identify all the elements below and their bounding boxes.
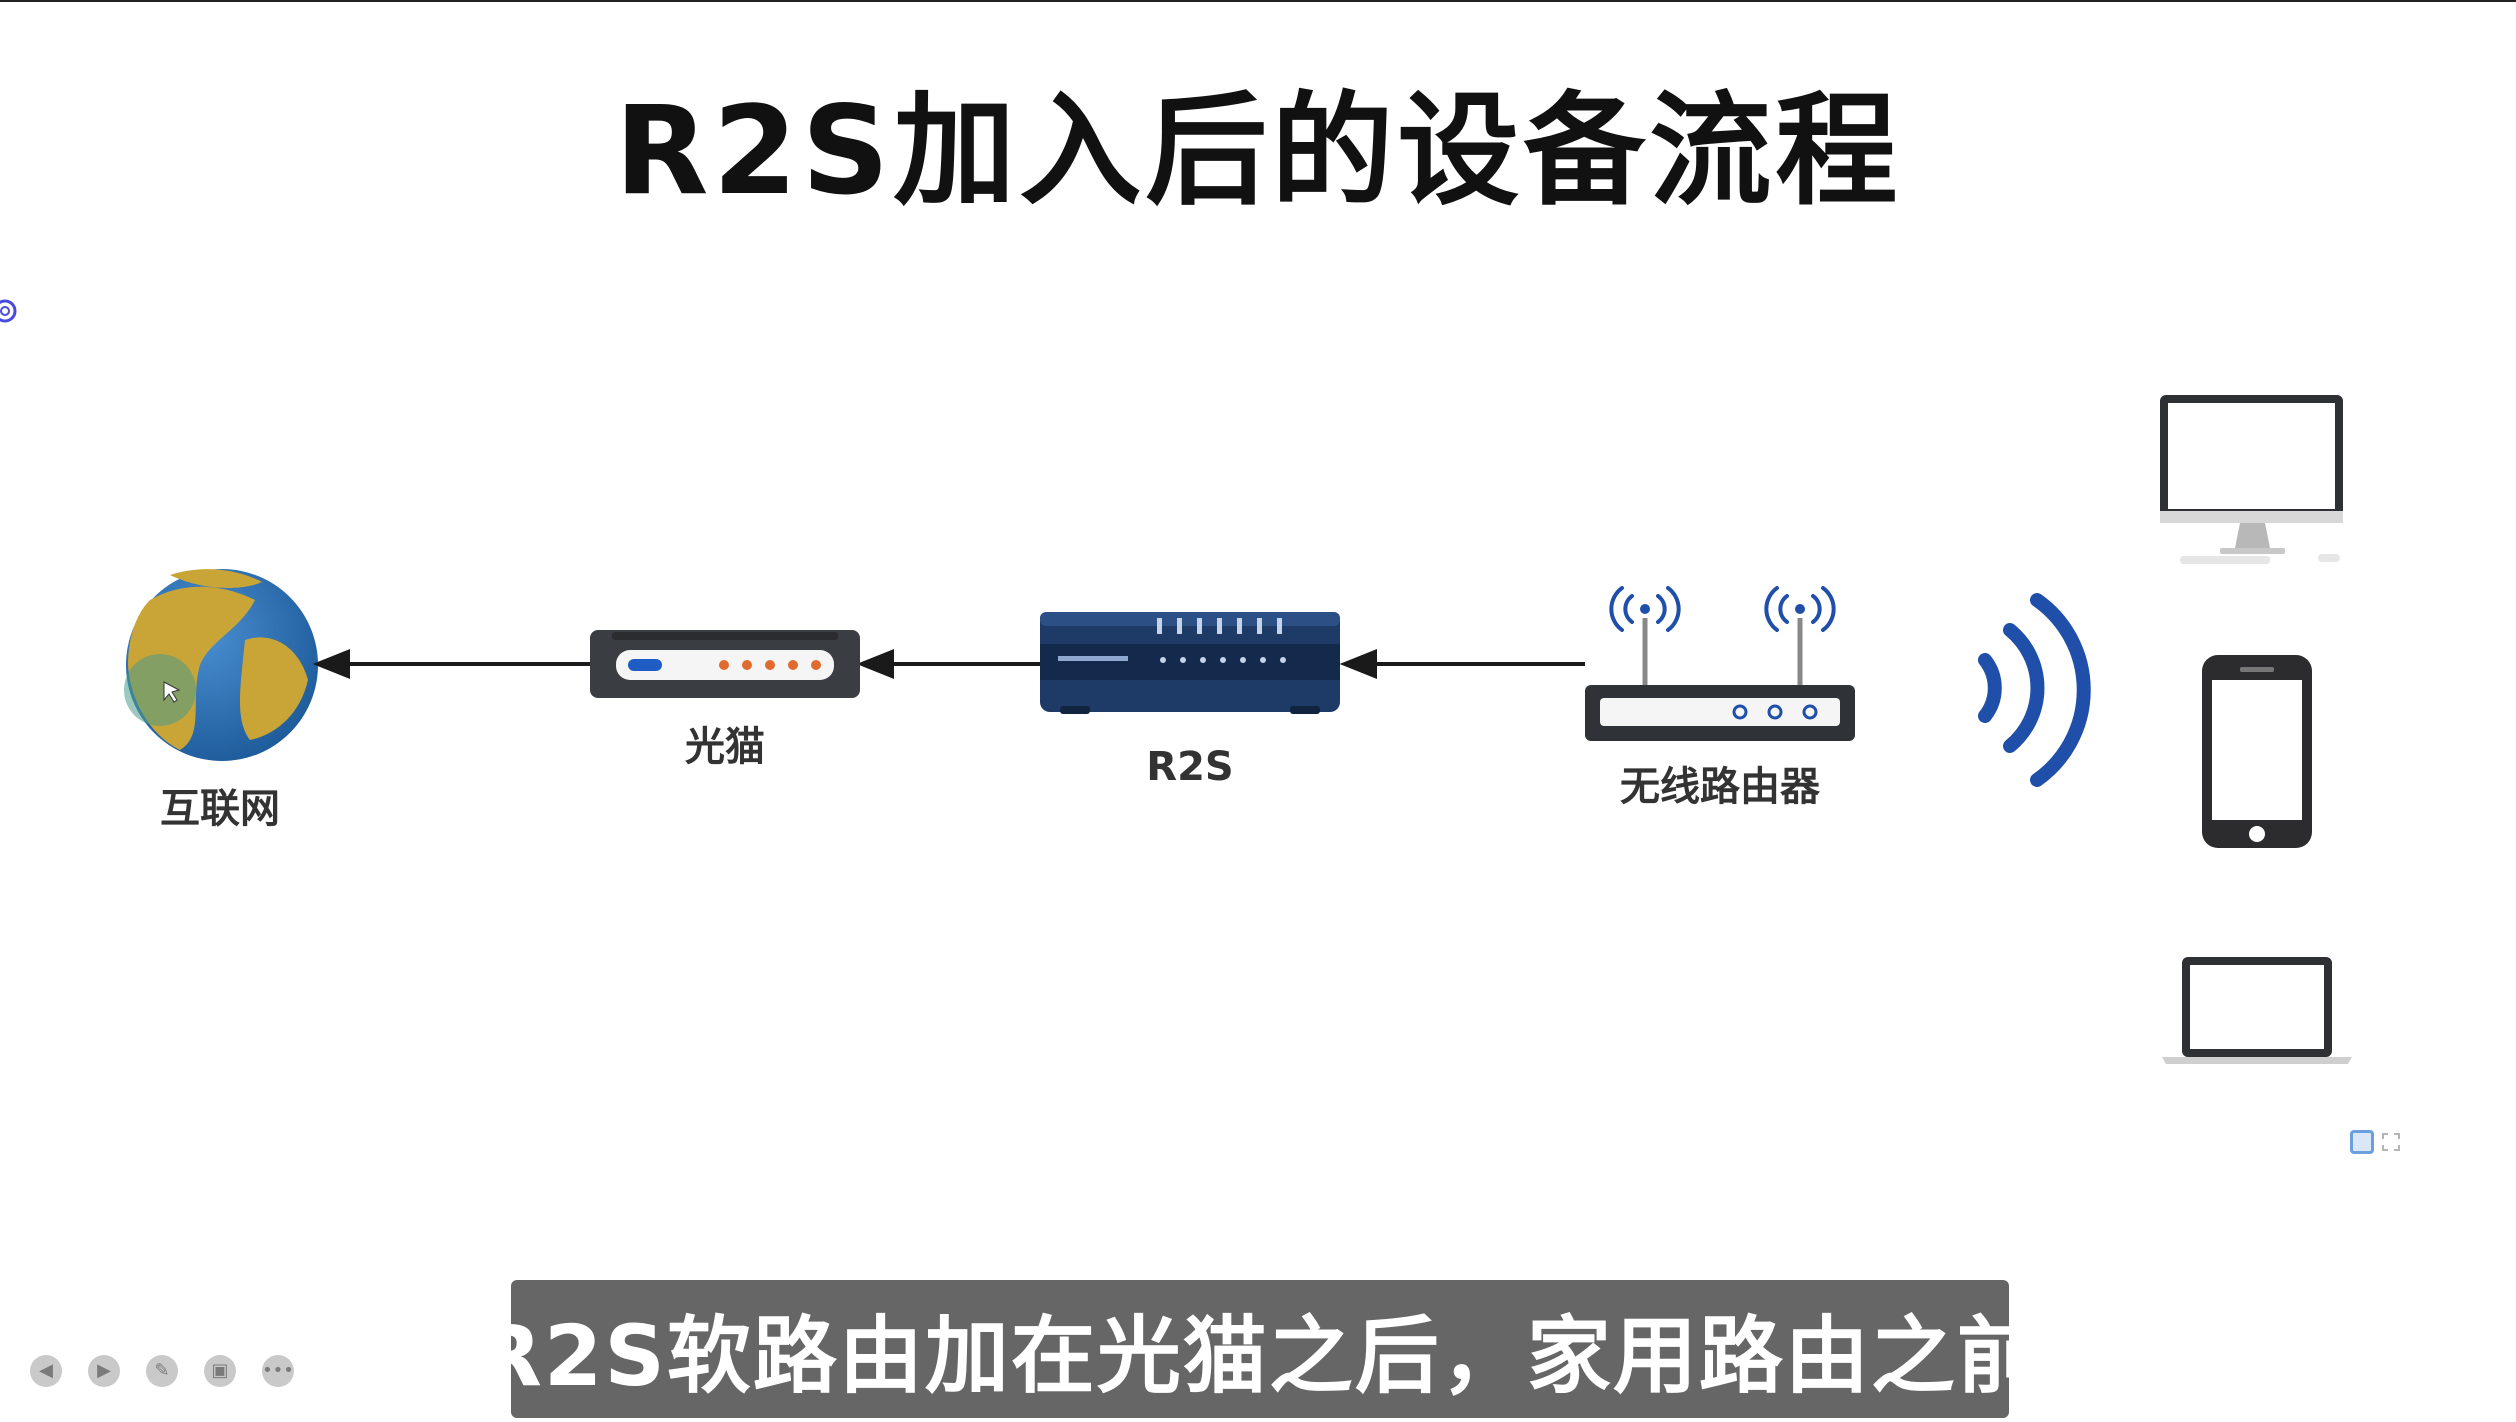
desktop-monitor-icon (2160, 395, 2343, 564)
more-icon[interactable]: ••• (262, 1355, 294, 1387)
smartphone-icon (2202, 655, 2312, 848)
soft-router-icon (1040, 612, 1340, 714)
optical-modem-icon (590, 630, 860, 698)
top-border-line (0, 0, 2516, 2)
laptop-icon (2162, 957, 2352, 1064)
label-wireless-router: 无线路由器 (1620, 764, 1820, 810)
connection-arrows (312, 649, 1585, 679)
label-optical-modem: 光猫 (685, 724, 765, 770)
label-r2s: R2S (1146, 744, 1234, 790)
screenshot-icon[interactable]: ▣ (204, 1355, 236, 1387)
label-internet: 互联网 (160, 786, 280, 832)
slide-title: R2S加入后的设备流程 (614, 80, 1902, 222)
subtitle-caption: R2S软路由加在光猫之后，家用路由之前 (477, 1280, 2041, 1418)
cursor-swirl-icon (0, 299, 17, 323)
previous-icon[interactable]: ◀ (30, 1355, 62, 1387)
player-controls: ◀ ▶ ✎ ▣ ••• (30, 1355, 294, 1387)
wireless-router-icon (1585, 586, 1855, 741)
expand-icon (2382, 1133, 2400, 1151)
globe-icon (124, 569, 318, 761)
pen-icon[interactable]: ✎ (146, 1355, 178, 1387)
corner-mini-icons (2350, 1130, 2400, 1154)
wifi-waves-icon (1978, 593, 2091, 787)
window-icon (2350, 1130, 2374, 1154)
subtitle-text: R2S软路由加在光猫之后，家用路由之前 (477, 1306, 2043, 1405)
next-icon[interactable]: ▶ (88, 1355, 120, 1387)
